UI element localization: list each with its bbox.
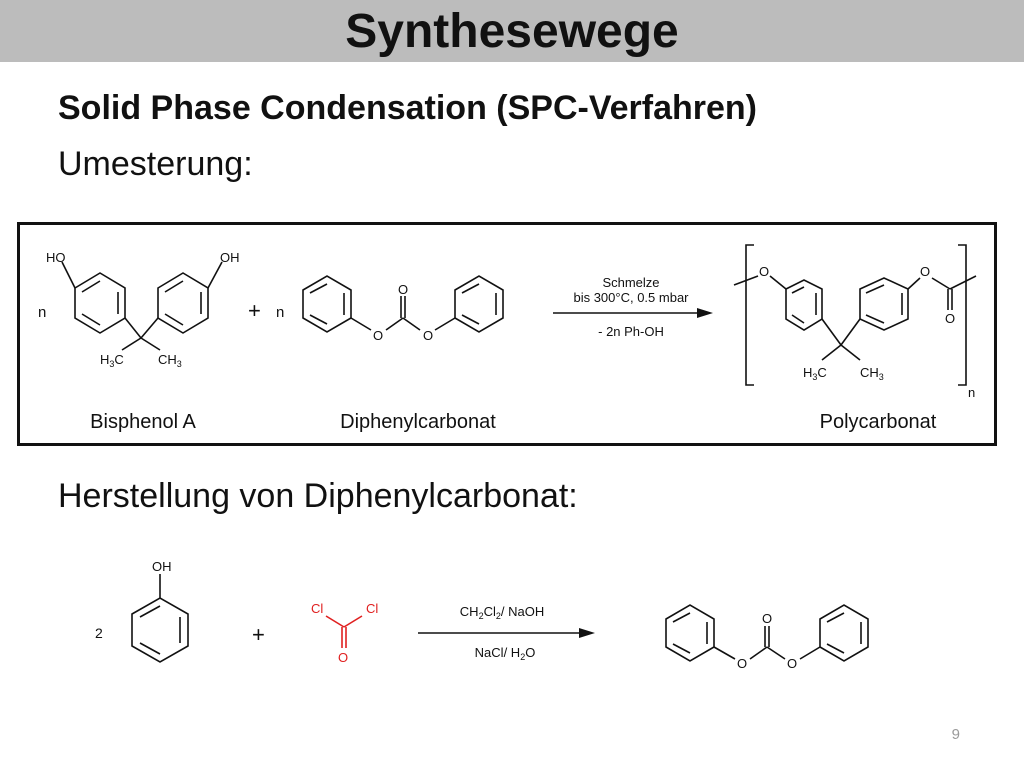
phosgene-cl-left-label: Cl	[311, 601, 323, 616]
reaction-box	[17, 222, 997, 446]
product-right-ring	[819, 604, 869, 662]
phosgene-o-label: O	[338, 650, 348, 665]
page-number: 9	[951, 726, 960, 743]
phosgene-cl-right-label: Cl	[366, 601, 378, 616]
slide-heading: Solid Phase Condensation (SPC-Verfahren)	[58, 89, 758, 127]
arrow-2-byproducts: NaCl/ H2O	[475, 645, 536, 662]
arrow-2-head	[579, 628, 595, 638]
reaction-2-plus: +	[252, 622, 265, 647]
product-left-ring	[665, 604, 715, 662]
subheading-umesterung: Umesterung:	[58, 145, 253, 183]
phenol-oh-label: OH	[152, 559, 172, 574]
product-o-right-label: O	[787, 656, 797, 671]
product-o-top-label: O	[762, 611, 772, 626]
product-o-left-label: O	[737, 656, 747, 671]
phenol-ring	[131, 597, 189, 663]
slide-title: Synthesewege	[345, 5, 679, 58]
title-bar	[0, 0, 1024, 62]
phenol-coefficient: 2	[95, 625, 103, 641]
arrow-2-reagents: CH2Cl2/ NaOH	[460, 604, 544, 621]
subheading-diphenylcarbonat: Herstellung von Diphenylcarbonat:	[58, 477, 578, 515]
